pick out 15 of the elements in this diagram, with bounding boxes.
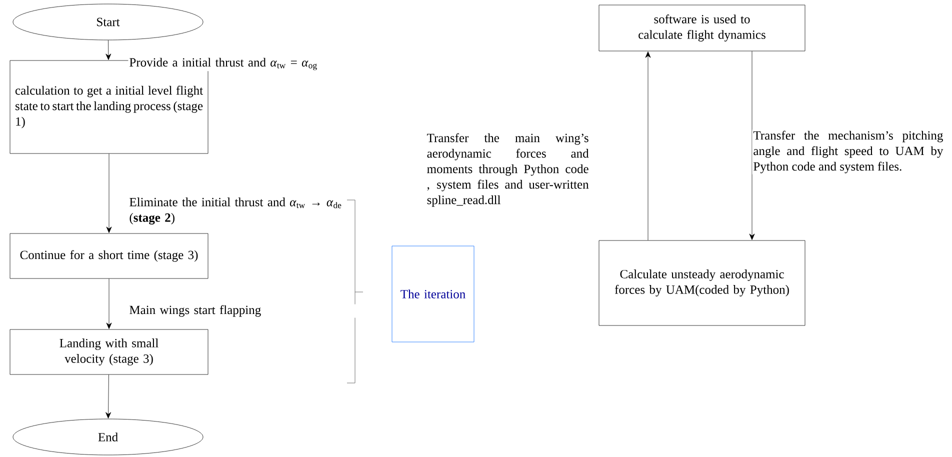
process-box: Continue for a short time (stage 3) [10, 233, 208, 279]
edge-label: Transfer the mechanism’s pitching angle and flight speed to UAM by Python code and system files. [753, 130, 944, 174]
edge-label: Transfer the main wing’s aerodynamic forces and moments through Python code , system files and user-written spline_read.dll [427, 133, 589, 207]
process-box: software is used to calculate flight dynamics [598, 4, 806, 52]
arrow [106, 374, 112, 418]
arrow [749, 51, 755, 240]
note-box: The iteration [392, 246, 474, 342]
process-box: Landing with small velocity (stage 3) [10, 329, 208, 375]
process-box: Calculate unsteady aerodynamic forces by UAM(coded by Python) [598, 240, 806, 326]
edge-label: Eliminate the initial thrust and α$_{tw}$ → α$_{de}$ (stage 2) [130, 198, 342, 224]
edge-label: Main wings start flapping [130, 305, 261, 317]
arrow [106, 40, 112, 60]
arrow [645, 52, 651, 240]
arrow [106, 154, 112, 233]
arrow [106, 278, 112, 329]
